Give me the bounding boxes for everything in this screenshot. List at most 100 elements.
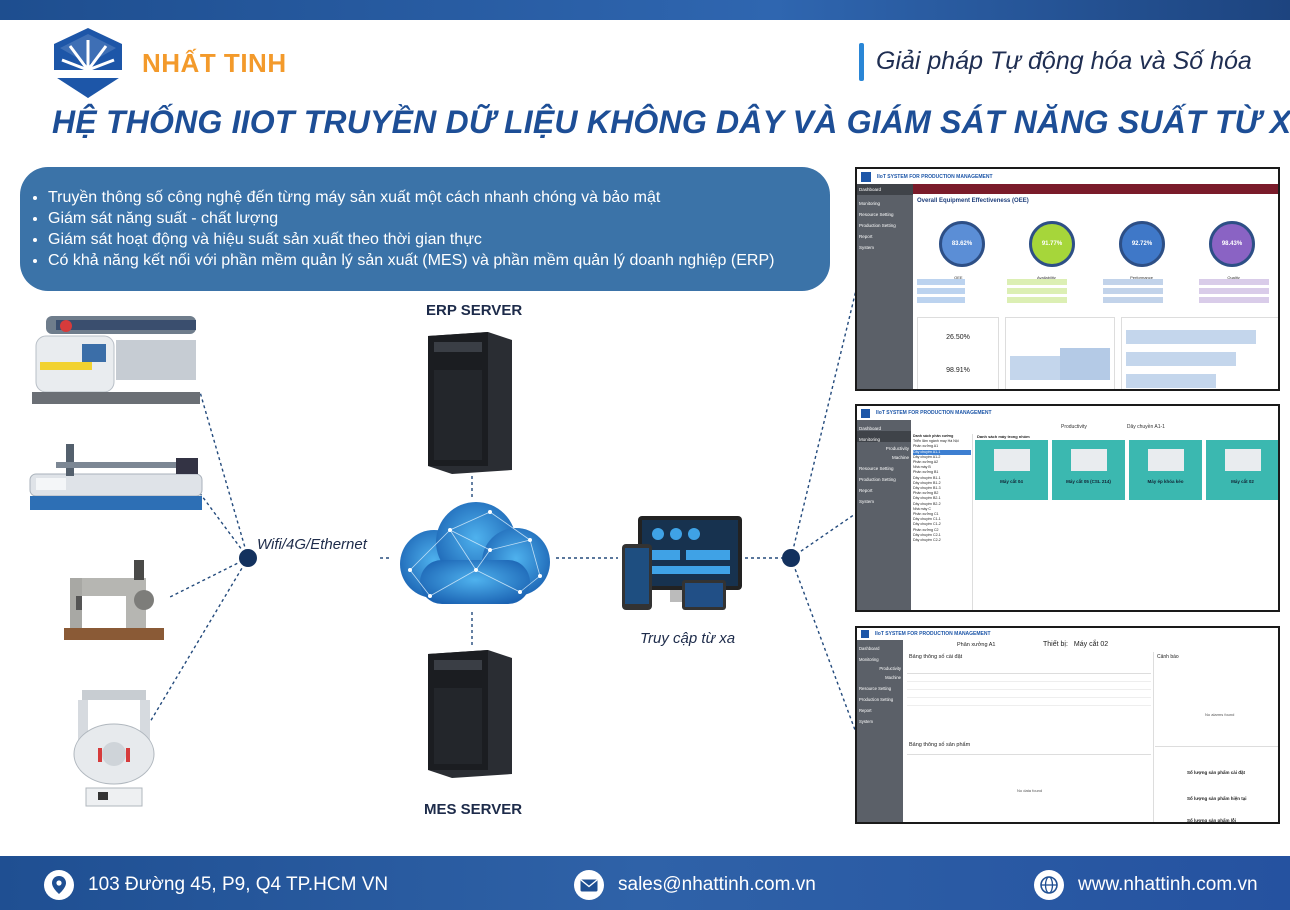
tab-bar: Productivity Dây chuyền A1-1 — [911, 422, 1278, 432]
sidebar-item-productivity[interactable]: Productivity — [885, 446, 909, 451]
tree-item[interactable]: Phân xưởng C1 — [913, 512, 939, 517]
sidebar-item-monitoring[interactable]: Monitoring — [857, 431, 911, 442]
email-text[interactable]: sales@nhattinh.com.vn — [618, 874, 816, 895]
sidebar-item-system[interactable]: System — [859, 719, 873, 724]
tree-item[interactable]: Phân xưởng C2 — [913, 527, 939, 532]
no-data-message: No data found — [1017, 788, 1043, 793]
gauge-label: Availability — [1036, 275, 1056, 280]
sidebar-item-production[interactable]: Production Setting — [859, 697, 894, 702]
machine-thumbnail — [1224, 449, 1261, 471]
tree-item[interactable]: Dây chuyền C2-1 — [913, 532, 941, 537]
page-title: HỆ THỐNG IIOT TRUYỀN DỮ LIỆU KHÔNG DÂY V… — [52, 104, 1290, 140]
app-title: IIoT SYSTEM FOR PRODUCTION MANAGEMENT — [875, 631, 991, 637]
footer-website[interactable]: www.nhattinh.com.vn — [1034, 870, 1258, 900]
sidebar-item-monitoring[interactable]: Monitoring — [859, 657, 879, 662]
sidebar-item-production[interactable]: Production Setting — [859, 477, 896, 482]
oee-card-value: 26.50% — [946, 334, 970, 341]
spreader-machine-image — [32, 316, 200, 404]
features-panel: Truyền thông số công nghệ đến từng máy s… — [20, 167, 830, 291]
sidebar-item-production[interactable]: Production Setting — [859, 223, 896, 228]
tree-item[interactable]: Dây chuyền B1-1 — [913, 475, 941, 480]
gauge-bars — [917, 279, 1277, 305]
breadcrumb[interactable]: Phân xưởng A1 — [957, 642, 996, 648]
machine-card[interactable]: Máy cắt 04 — [975, 440, 1048, 500]
tree-item[interactable]: Nhà máy B — [913, 465, 931, 470]
feature-item: Giám sát năng suất - chất lượng — [48, 208, 830, 229]
gauge-label: Performance — [1130, 275, 1153, 280]
top-bar — [0, 0, 1290, 20]
gauge-labels: OEE Availability Performance Quality — [917, 275, 1277, 280]
tree-item[interactable]: Dây chuyền B1-3 — [913, 486, 941, 491]
sidebar-item-resource[interactable]: Resource Setting — [859, 686, 892, 691]
feature-item: Giám sát hoạt động và hiệu suất sản xuất… — [48, 229, 830, 250]
machine-card[interactable]: Máy ép khóa kéo — [1129, 440, 1202, 500]
filter-bar — [913, 184, 1278, 194]
tree-item[interactable]: Phân xưởng B1 — [913, 470, 939, 475]
sidebar-item-system[interactable]: System — [859, 245, 875, 250]
stat-current-quantity: Số lượng sản phẩm hiện tại — [1187, 796, 1247, 801]
location-pin-icon — [44, 870, 74, 900]
footer-email[interactable]: sales@nhattinh.com.vn — [574, 870, 816, 900]
machines-title: Danh sách máy trong nhóm — [977, 434, 1030, 439]
features-list: Truyền thông số công nghệ đến từng máy s… — [48, 187, 830, 271]
productivity-screenshot: IIoT SYSTEM FOR PRODUCTION MANAGEMENT Da… — [855, 404, 1280, 612]
sidebar: Dashboard Monitoring Productivity Machin… — [857, 420, 911, 610]
tab-productivity[interactable]: Productivity — [1061, 424, 1087, 430]
feature-item: Truyền thông số công nghệ đến từng máy s… — [48, 187, 830, 208]
mail-icon — [574, 870, 604, 900]
sidebar-item-resource[interactable]: Resource Setting — [859, 466, 894, 471]
sidebar-item-dashboard[interactable]: Dashboard — [859, 646, 880, 651]
app-title: IIoT SYSTEM FOR PRODUCTION MANAGEMENT — [877, 173, 993, 180]
tree-item[interactable]: Dây chuyền A1-2 — [913, 454, 941, 459]
gauge-availability: 91.77% — [1029, 221, 1075, 267]
sidebar: Dashboard Monitoring Resource Setting Pr… — [857, 184, 913, 389]
product-table-title: Bảng thông số sản phẩm — [909, 742, 971, 748]
tree-item[interactable]: Dây chuyền B2-1 — [913, 496, 941, 501]
sidebar-item-machine[interactable]: Machine — [891, 455, 909, 460]
sidebar-item-resource[interactable]: Resource Setting — [859, 212, 894, 217]
sidebar-item-dashboard[interactable]: Dashboard — [857, 184, 913, 195]
sidebar-item-report[interactable]: Report — [859, 234, 873, 239]
sidebar-item-report[interactable]: Report — [859, 488, 873, 493]
tree-item[interactable]: Triển lãm ngành may Hà Nội — [913, 439, 959, 444]
tree-item-selected[interactable]: Dây chuyền A1-1 — [913, 449, 971, 455]
machine-thumbnail — [1070, 449, 1107, 471]
tree-item[interactable]: Dây chuyền C1-1 — [913, 517, 941, 522]
company-logo — [52, 28, 124, 98]
oee-card: 26.50% 98.91% — [917, 317, 999, 389]
remote-hub-dot — [782, 549, 800, 567]
selected-line[interactable]: Dây chuyền A1-1 — [1126, 424, 1165, 430]
device-selector[interactable]: Thiết bị: Máy cắt 02 — [1043, 641, 1108, 648]
sidebar-item-monitoring[interactable]: Monitoring — [859, 201, 881, 206]
tree-item[interactable]: Phân xưởng B2 — [913, 491, 939, 496]
sidebar-item-report[interactable]: Report — [859, 708, 872, 713]
tree-item[interactable]: Phân xưởng A1 — [913, 444, 939, 449]
machine-detail-screenshot: IIoT SYSTEM FOR PRODUCTION MANAGEMENT Da… — [855, 626, 1280, 824]
sidebar-item-system[interactable]: System — [859, 499, 875, 504]
machine-card[interactable]: Máy cắt 02 — [1206, 440, 1278, 500]
settings-table-title: Bảng thông số cài đặt — [909, 654, 963, 660]
tree-item[interactable]: Dây chuyền B1-2 — [913, 480, 941, 485]
sidebar-item-productivity[interactable]: Productivity — [879, 666, 901, 671]
app-header: IIoT SYSTEM FOR PRODUCTION MANAGEMENT — [857, 406, 1278, 420]
sidebar-item-dashboard[interactable]: Dashboard — [859, 426, 882, 431]
gauge-quality: 98.43% — [1209, 221, 1255, 267]
machine-name: Máy cắt 02 — [1231, 479, 1254, 484]
website-text[interactable]: www.nhattinh.com.vn — [1078, 874, 1258, 895]
tree-item[interactable]: Dây chuyền C1-2 — [913, 522, 941, 527]
footer-address: 103 Đường 45, P9, Q4 TP.HCM VN — [44, 870, 388, 900]
tree-item[interactable]: Dây chuyền B2-2 — [913, 501, 941, 506]
machine-card[interactable]: Máy cắt 05 (CSL 214) — [1052, 440, 1125, 500]
alerts-title: Cảnh báo — [1157, 654, 1179, 660]
sidebar-item-machine[interactable]: Machine — [885, 675, 901, 680]
gauge-oee: 83.62% — [939, 221, 985, 267]
tree-item[interactable]: Phân xưởng A2 — [913, 460, 939, 465]
tree-item[interactable]: Nhà máy C — [913, 506, 931, 511]
address-text: 103 Đường 45, P9, Q4 TP.HCM VN — [88, 874, 389, 895]
mes-server-label: MES SERVER — [424, 801, 523, 818]
globe-icon — [1034, 870, 1064, 900]
network-hub-dot — [239, 549, 257, 567]
tree-item[interactable]: Dây chuyền C2-2 — [913, 538, 941, 543]
erp-server-image — [428, 332, 512, 474]
pressing-machine-image — [73, 690, 155, 807]
